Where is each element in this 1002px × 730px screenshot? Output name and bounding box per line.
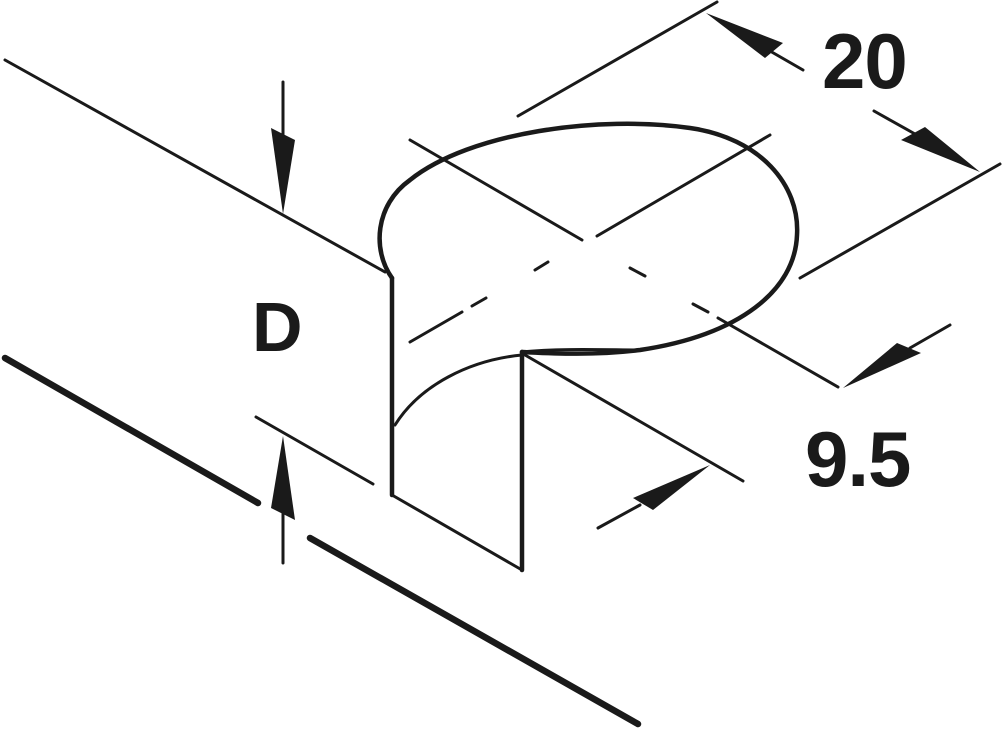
centerline-a: [408, 138, 584, 242]
depth-arrow-top-shaft: [908, 323, 952, 350]
cylinder-lower-arc: [393, 353, 524, 427]
dashed-centerline-2: [470, 296, 488, 308]
panel-bottom-edge-left: [1, 354, 262, 507]
thickness-arrow-top-head: [271, 128, 295, 214]
diameter-arrow-left-shaft: [768, 49, 805, 72]
diameter-arrow-right-head: [901, 127, 980, 172]
dashed-centerline-4: [628, 266, 647, 278]
thickness-label: D: [252, 288, 303, 366]
depth-arrow-top-head: [843, 343, 921, 388]
centerline-b: [595, 133, 772, 238]
cut-face-edge: [523, 353, 745, 483]
depth-arrow-bottom-shaft: [596, 503, 642, 530]
diameter-arrow-right-shaft: [872, 109, 917, 136]
panel-top-edge: [3, 58, 387, 274]
cylinder-bottom-edge: [390, 493, 524, 572]
thickness-arrow-bottom-head: [271, 436, 295, 520]
depth-label: 9.5: [805, 415, 911, 503]
panel-bottom-edge-right: [306, 534, 642, 728]
diameter-arrow-left-head: [706, 13, 783, 58]
centerline-extension: [716, 316, 840, 389]
dashed-centerline-3: [533, 260, 550, 272]
dashed-centerline-5: [691, 302, 710, 314]
cylinder-top-ellipse-inner: [520, 348, 642, 354]
diameter-extension-left: [516, 0, 719, 118]
diameter-extension-right: [798, 162, 1002, 280]
depth-arrow-bottom-head: [633, 465, 710, 510]
thickness-extension-line: [254, 415, 375, 486]
diameter-label: 20: [822, 17, 908, 105]
dashed-centerline-1: [408, 310, 464, 344]
